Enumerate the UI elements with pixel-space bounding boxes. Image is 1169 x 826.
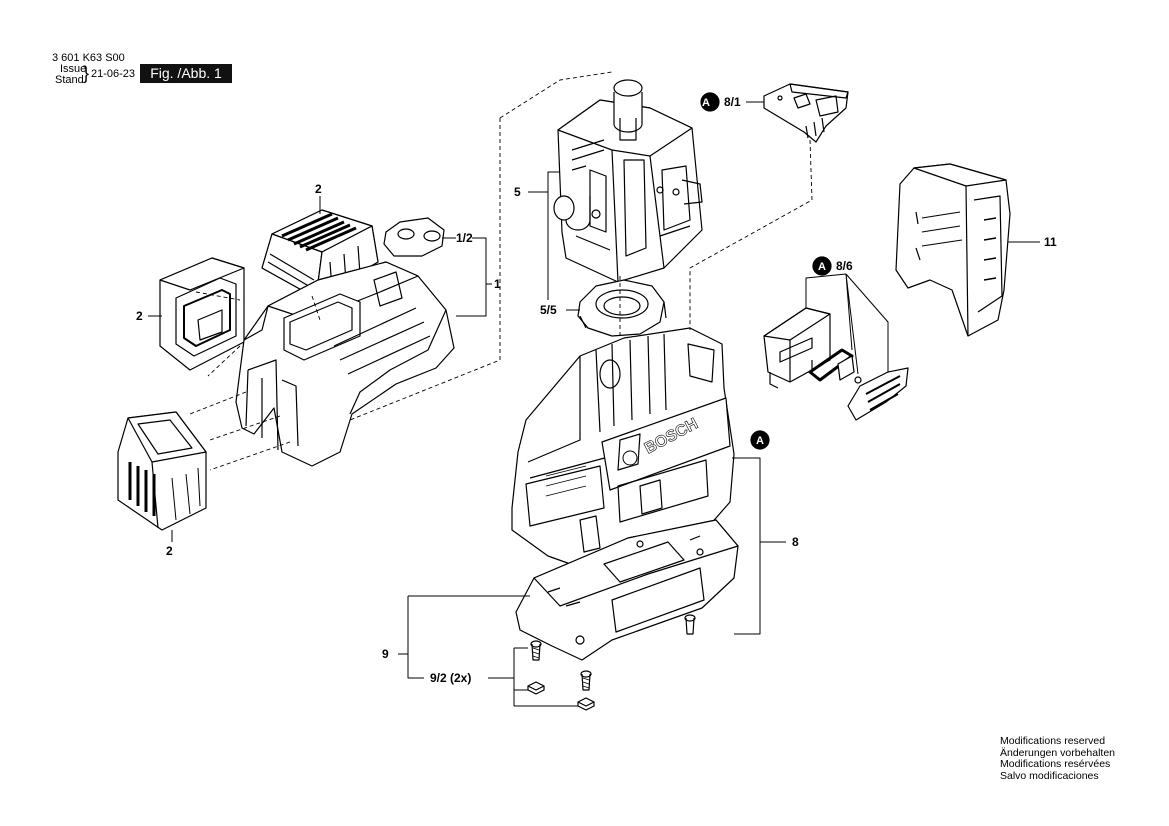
- callout-11: 11: [1044, 235, 1057, 249]
- callout-leaders: [148, 101, 1040, 707]
- base-bottom-cover: [515, 519, 739, 661]
- lens-frame-left: [159, 257, 245, 371]
- notice-fr: Modifications resérvées: [1000, 758, 1111, 770]
- modifications-notice: Modifications reserved Änderungen vorbeh…: [1000, 735, 1116, 782]
- issue-date: 21-06-23: [91, 68, 136, 80]
- callout-1-2: 1/2: [456, 231, 473, 245]
- issue-label: Issue: [60, 63, 87, 75]
- circuit-board-8-1: [763, 83, 849, 143]
- marker-a-main: [750, 430, 770, 450]
- ring-mount-5-5: [577, 279, 667, 337]
- cover-window-1-2: [383, 217, 445, 257]
- marker-a-main-label: A: [756, 435, 764, 447]
- rubber-foot-left: [527, 681, 545, 695]
- notice-de: Änderungen vorbehalten: [1000, 746, 1116, 759]
- marker-a-8-1-label: A: [702, 97, 710, 109]
- stand-label: Stand: [55, 74, 84, 86]
- top-housing-shell: [235, 261, 455, 467]
- callout-2-bottom: 2: [166, 544, 173, 558]
- main-housing: [511, 327, 735, 567]
- marker-a-8-1: [700, 92, 720, 112]
- lens-cover-bottom: [117, 411, 207, 531]
- screw-right: [580, 670, 592, 691]
- notice-en: Modifications reserved: [1000, 735, 1106, 747]
- callout-8-1: 8/1: [724, 95, 741, 109]
- marker-a-8-6: [812, 256, 832, 276]
- callout-2-left: 2: [136, 309, 143, 323]
- marker-a-8-6-label: A: [818, 261, 826, 273]
- screw-left: [530, 640, 542, 661]
- callout-5-5: 5/5: [540, 303, 557, 317]
- callout-5: 5: [514, 185, 521, 199]
- header-brace: }: [83, 63, 90, 83]
- callout-2-top: 2: [315, 182, 322, 196]
- callout-8: 8: [792, 535, 799, 549]
- part-number: 3 601 K63 S00: [52, 52, 125, 64]
- figure-label: Fig. /Abb. 1: [140, 64, 232, 83]
- laser-module: [553, 79, 703, 283]
- callout-1: 1: [494, 277, 501, 291]
- battery-contact-plate: [763, 307, 831, 389]
- callout-8-6: 8/6: [836, 259, 853, 273]
- battery-spring-clip: [837, 355, 862, 384]
- callout-9-2: 9/2 (2x): [430, 671, 471, 685]
- assembly-guides: [189, 71, 813, 471]
- callout-9: 9: [382, 647, 389, 661]
- rubber-foot-right: [577, 697, 595, 711]
- notice-es: Salvo modificaciones: [1000, 769, 1099, 782]
- protective-sleeve-11: [895, 163, 1011, 337]
- battery-latch: [847, 367, 909, 421]
- screw-base: [684, 614, 696, 635]
